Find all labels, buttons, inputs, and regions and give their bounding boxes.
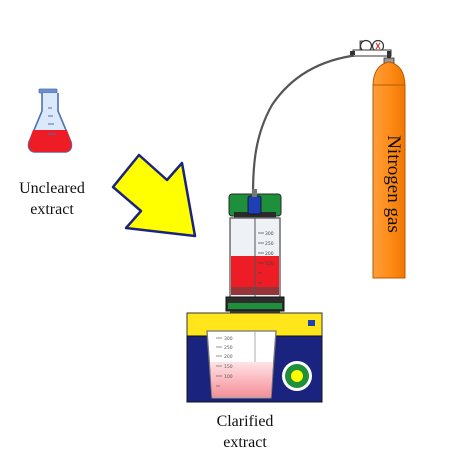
filter-tick-label: 250 <box>265 241 274 247</box>
filter-tick-label: 200 <box>265 251 274 257</box>
nitrogen-gas-label: Nitrogen gas <box>383 135 404 233</box>
clarified-label-line2: extract <box>223 434 267 451</box>
uncleared-extract-flask <box>27 88 73 153</box>
clarified-label-line1: Clarified <box>216 413 274 430</box>
uncleared-extract-liquid <box>28 130 72 152</box>
clarified-extract-label: Clarified extract <box>190 411 300 453</box>
gas-inlet-port <box>247 195 262 215</box>
beaker-tick-label: 300 <box>224 336 233 342</box>
beaker-scale: 300 250 200 150 100 <box>216 336 233 387</box>
beaker-tick-label: 150 <box>224 364 233 370</box>
clarified-extract-beaker: 300 250 200 150 100 <box>206 330 277 399</box>
uncleared-label-line2: extract <box>30 201 74 218</box>
gas-tubing <box>251 53 359 196</box>
beaker-tick-label: 100 <box>224 374 233 380</box>
clarified-extract-liquid <box>210 362 273 397</box>
nitrogen-cylinder <box>372 61 406 279</box>
filter-tick-label: 300 <box>265 231 274 237</box>
pressure-filter-unit: 300 250 200 150 <box>225 189 285 342</box>
beaker-tick-label: 250 <box>224 345 233 351</box>
uncleared-label-line1: Uncleared <box>19 180 85 197</box>
filter-scale: 300 250 200 150 <box>258 231 274 284</box>
filter-tick-label: 150 <box>265 261 274 267</box>
uncleared-extract-label: Uncleared extract <box>4 178 100 220</box>
flow-arrow-icon <box>111 153 197 238</box>
beaker-tick-label: 200 <box>224 354 233 360</box>
